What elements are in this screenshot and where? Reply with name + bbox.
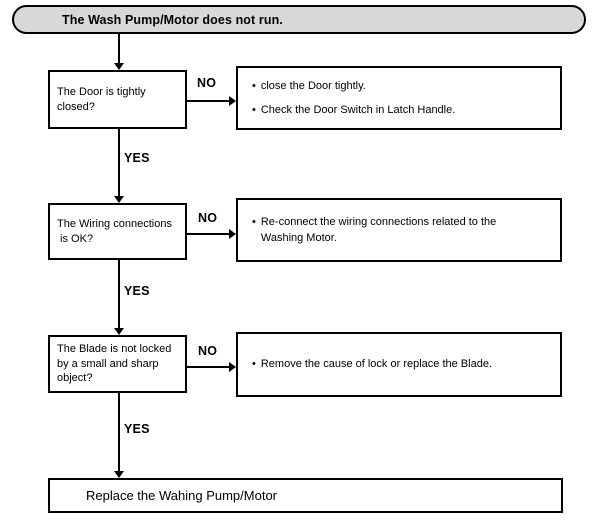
- connector-start-to-q1: [118, 34, 120, 64]
- start-node: The Wash Pump/Motor does not run.: [12, 5, 586, 34]
- bullet-text: Re-connect the wiring connections relate…: [260, 215, 497, 245]
- yes-label-1: YES: [124, 151, 150, 165]
- bullet-dot-icon: •: [252, 104, 256, 116]
- connector-no-2: [185, 233, 229, 235]
- decision-box-door-closed: The Door is tightly closed?: [48, 70, 187, 129]
- arrowhead-down-icon: [114, 196, 124, 203]
- arrowhead-right-icon: [229, 96, 236, 106]
- bullet-item: • Check the Door Switch in Latch Handle.: [252, 102, 552, 119]
- arrowhead-down-icon: [114, 471, 124, 478]
- connector-q2-to-q3: [118, 260, 120, 328]
- arrowhead-down-icon: [114, 328, 124, 335]
- conclusion-label: Replace the Wahing Pump/Motor: [86, 488, 278, 503]
- decision-question: The Blade is not locked by a small and s…: [57, 342, 172, 385]
- bullet-item: • Remove the cause of lock or replace th…: [252, 356, 552, 373]
- conclusion-box: Replace the Wahing Pump/Motor: [48, 478, 563, 513]
- no-label-2: NO: [198, 211, 218, 225]
- no-label-1: NO: [197, 76, 217, 90]
- yes-label-2: YES: [124, 284, 150, 298]
- arrowhead-down-icon: [114, 63, 124, 70]
- action-box-3: • Remove the cause of lock or replace th…: [236, 332, 562, 397]
- connector-q3-to-end: [118, 393, 120, 471]
- decision-question: The Door is tightly closed?: [57, 85, 146, 113]
- action-box-1: • close the Door tightly. • Check the Do…: [236, 66, 562, 130]
- connector-q1-to-q2: [118, 129, 120, 196]
- action-box-2: • Re-connect the wiring connections rela…: [236, 198, 562, 262]
- bullet-text: Remove the cause of lock or replace the …: [260, 358, 492, 371]
- bullet-text: close the Door tightly.: [260, 79, 366, 92]
- arrowhead-right-icon: [229, 362, 236, 372]
- connector-no-3: [187, 366, 229, 368]
- bullet-dot-icon: •: [252, 215, 256, 228]
- decision-question: The Wiring connections is OK?: [57, 217, 172, 245]
- bullet-dot-icon: •: [252, 358, 256, 371]
- arrowhead-right-icon: [229, 229, 236, 239]
- yes-label-3: YES: [124, 422, 150, 436]
- no-label-3: NO: [198, 344, 218, 358]
- bullet-dot-icon: •: [252, 79, 256, 92]
- bullet-item: • close the Door tightly.: [252, 78, 552, 95]
- connector-no-1: [187, 100, 229, 102]
- decision-box-wiring-ok: The Wiring connections is OK?: [48, 203, 187, 260]
- bullet-item: • Re-connect the wiring connections rela…: [252, 214, 552, 247]
- start-node-label: The Wash Pump/Motor does not run.: [62, 12, 283, 27]
- decision-box-blade-locked: The Blade is not locked by a small and s…: [48, 335, 187, 393]
- bullet-text: Check the Door Switch in Latch Handle.: [260, 104, 456, 116]
